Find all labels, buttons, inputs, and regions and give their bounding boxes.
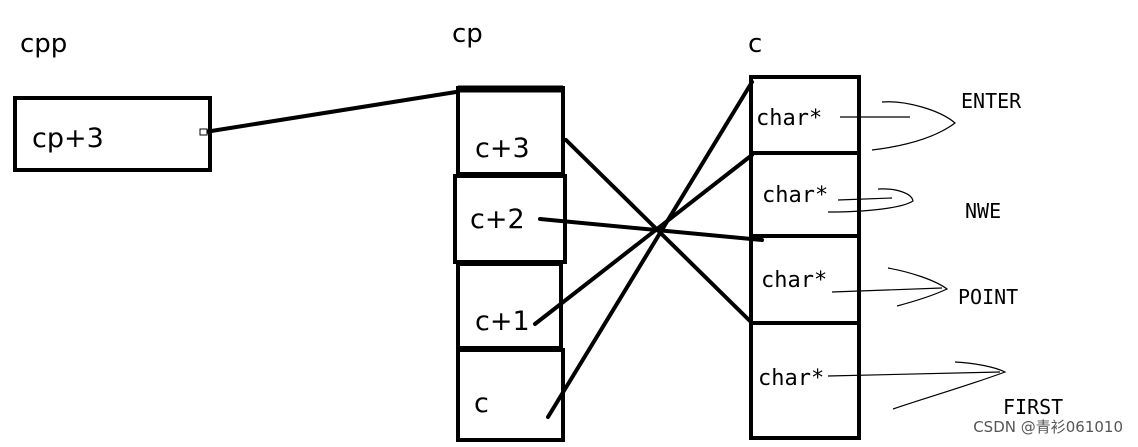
c-array (749, 75, 861, 440)
cp-cell-3-text: c (474, 388, 489, 419)
c-cell-1-text: char* (762, 183, 828, 208)
string-label-0: ENTER (961, 89, 1022, 113)
cpp-box-value: cp+3 (32, 123, 104, 154)
c-cell-0-text: char* (756, 106, 822, 131)
c-cell-2-text: char* (761, 268, 827, 293)
arrow-1-shaft (837, 197, 893, 201)
string-label-3: FIRST (1003, 395, 1063, 419)
pointer-lines (199, 80, 764, 419)
cp-cell-2-text: c+1 (475, 306, 530, 337)
cpp-label: cpp (20, 29, 67, 59)
string-arrows (827, 101, 1007, 410)
string-label-1: NWE (965, 199, 1001, 223)
arrow-0-head (871, 101, 956, 151)
pointer-c-to-cell0 (546, 80, 754, 419)
watermark: CSDN @青衫061010 (973, 418, 1123, 436)
pointer-c2-to-cell2 (538, 217, 764, 242)
arrow-1-head (827, 188, 914, 213)
c-cell-3 (749, 321, 861, 440)
pointer-c1-to-cell1 (533, 153, 754, 326)
cp-cell-0-text: c+3 (475, 133, 530, 164)
cp-label: cp (452, 19, 483, 49)
c-label: c (748, 29, 762, 59)
c-cell-3-text: char* (758, 366, 824, 391)
arrow-3-shaft (827, 371, 1001, 377)
arrow-3-head (892, 361, 1007, 410)
arrow-2-head (887, 267, 949, 307)
cpp-box (13, 96, 212, 172)
arrow-2-shaft (831, 287, 943, 293)
pointer-cpp-to-cp (203, 90, 458, 134)
cp-cell-1-text: c+2 (470, 204, 525, 235)
string-label-2: POINT (958, 285, 1018, 309)
pointer-cpp-origin (199, 128, 208, 136)
